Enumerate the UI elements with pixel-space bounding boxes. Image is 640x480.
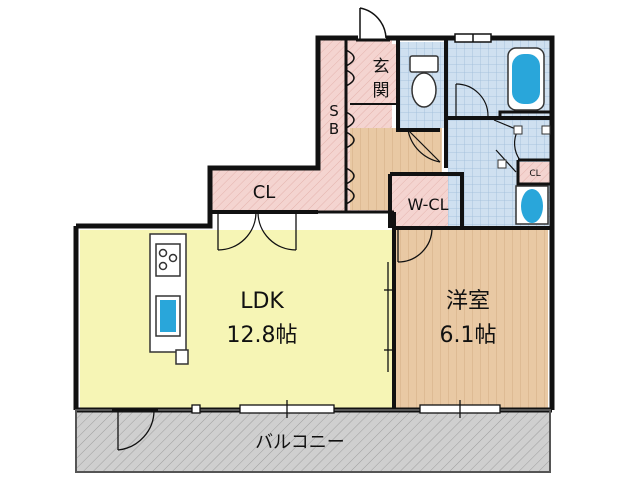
ldk-floor bbox=[80, 230, 394, 408]
wcl-door bbox=[397, 227, 433, 263]
western-room-size-label: 6.1帖 bbox=[440, 323, 497, 348]
sb-label-2: B bbox=[329, 120, 339, 138]
balcony-windows bbox=[191, 400, 501, 418]
western-room-label: 洋室 bbox=[446, 289, 490, 314]
cl-small-label: CL bbox=[529, 169, 540, 179]
entrance-label-2: 関 bbox=[373, 81, 390, 101]
western-room-floor bbox=[396, 230, 548, 408]
washbasin-icon bbox=[515, 185, 549, 225]
ldk-label: LDK bbox=[240, 289, 284, 314]
shoe-box bbox=[345, 49, 355, 205]
sb-label-1: S bbox=[329, 102, 339, 120]
bathtub-icon bbox=[507, 47, 545, 111]
bath-window bbox=[454, 33, 492, 43]
balcony-floor bbox=[76, 410, 550, 472]
balcony-label: バルコニー bbox=[255, 432, 345, 453]
stove-icon bbox=[155, 243, 181, 277]
entrance-floor bbox=[365, 44, 399, 104]
toilet-icon bbox=[409, 55, 439, 108]
entrance-door bbox=[356, 6, 390, 42]
washroom-doors bbox=[407, 83, 521, 173]
balcony-door bbox=[112, 408, 158, 451]
sliding-door bbox=[384, 262, 392, 372]
sink-icon bbox=[155, 295, 181, 337]
entrance-label-1: 玄 bbox=[373, 57, 390, 77]
ldk-size-label: 12.8帖 bbox=[227, 323, 298, 348]
cl-doors bbox=[217, 211, 297, 251]
cl-floor bbox=[210, 168, 320, 212]
washroom-outlets bbox=[497, 125, 551, 169]
cl-small-floor bbox=[518, 162, 550, 184]
wcl-label: W-CL bbox=[407, 195, 448, 214]
cl-label: CL bbox=[253, 182, 276, 203]
